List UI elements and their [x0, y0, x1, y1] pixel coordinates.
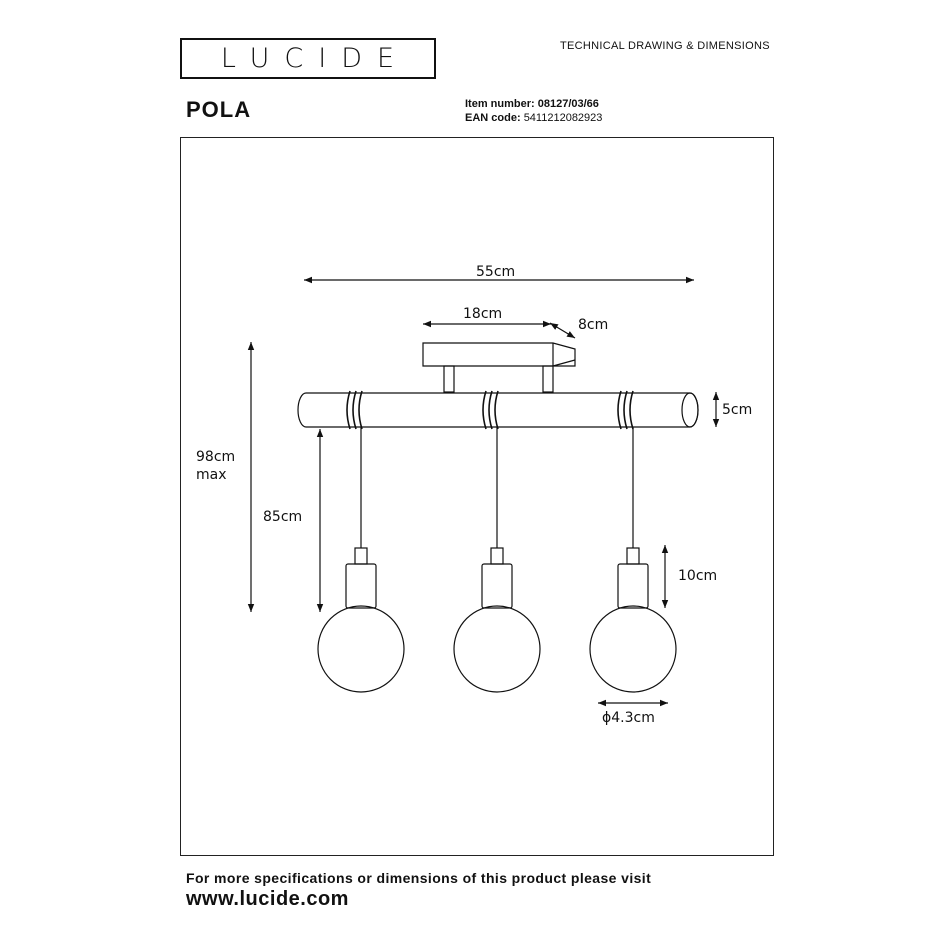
- horizontal-bar: [297, 392, 699, 428]
- ceiling-canopy: [422, 342, 576, 393]
- pendant-left: [317, 427, 405, 693]
- dim-pendant-length: 85cm: [263, 509, 302, 525]
- logo-text: LUCIDE: [220, 43, 410, 74]
- footer-note: For more specifications or dimensions of…: [186, 870, 652, 886]
- footer-url[interactable]: www.lucide.com: [186, 888, 349, 910]
- dim-max-height-suffix: max: [196, 467, 227, 483]
- dim-total-width: 55cm: [476, 264, 515, 280]
- dim-bar-diameter: 5cm: [722, 402, 752, 418]
- product-name: POLA: [186, 97, 252, 122]
- dim-max-height: 98cm: [196, 449, 235, 465]
- lucide-logo: LUCIDE: [180, 38, 436, 79]
- rope-clamp-right: [617, 390, 634, 430]
- ean-label: EAN code:: [465, 112, 521, 124]
- item-number-row: Item number: 08127/03/66: [465, 97, 602, 111]
- dim-canopy-length: 18cm: [463, 306, 502, 322]
- dim-lampholder-height: 10cm: [678, 568, 717, 584]
- pendant-right: [589, 427, 677, 693]
- dim-bulb-diameter: ϕ4.3cm: [602, 710, 655, 726]
- dim-canopy-depth: 8cm: [578, 317, 608, 333]
- ean-value: 5411212082923: [523, 112, 603, 124]
- product-meta: Item number: 08127/03/66 EAN code: 54112…: [465, 97, 602, 125]
- drawing-frame: [180, 137, 774, 856]
- item-number-label: Item number:: [465, 98, 535, 110]
- rope-clamp-center: [482, 390, 499, 430]
- pendant-center: [453, 427, 541, 693]
- ean-row: EAN code: 5411212082923: [465, 111, 602, 125]
- item-number-value: 08127/03/66: [537, 98, 599, 110]
- document-type: TECHNICAL DRAWING & DIMENSIONS: [560, 40, 770, 52]
- rope-clamp-left: [346, 390, 363, 430]
- dim-line-canopy-depth: [549, 322, 576, 339]
